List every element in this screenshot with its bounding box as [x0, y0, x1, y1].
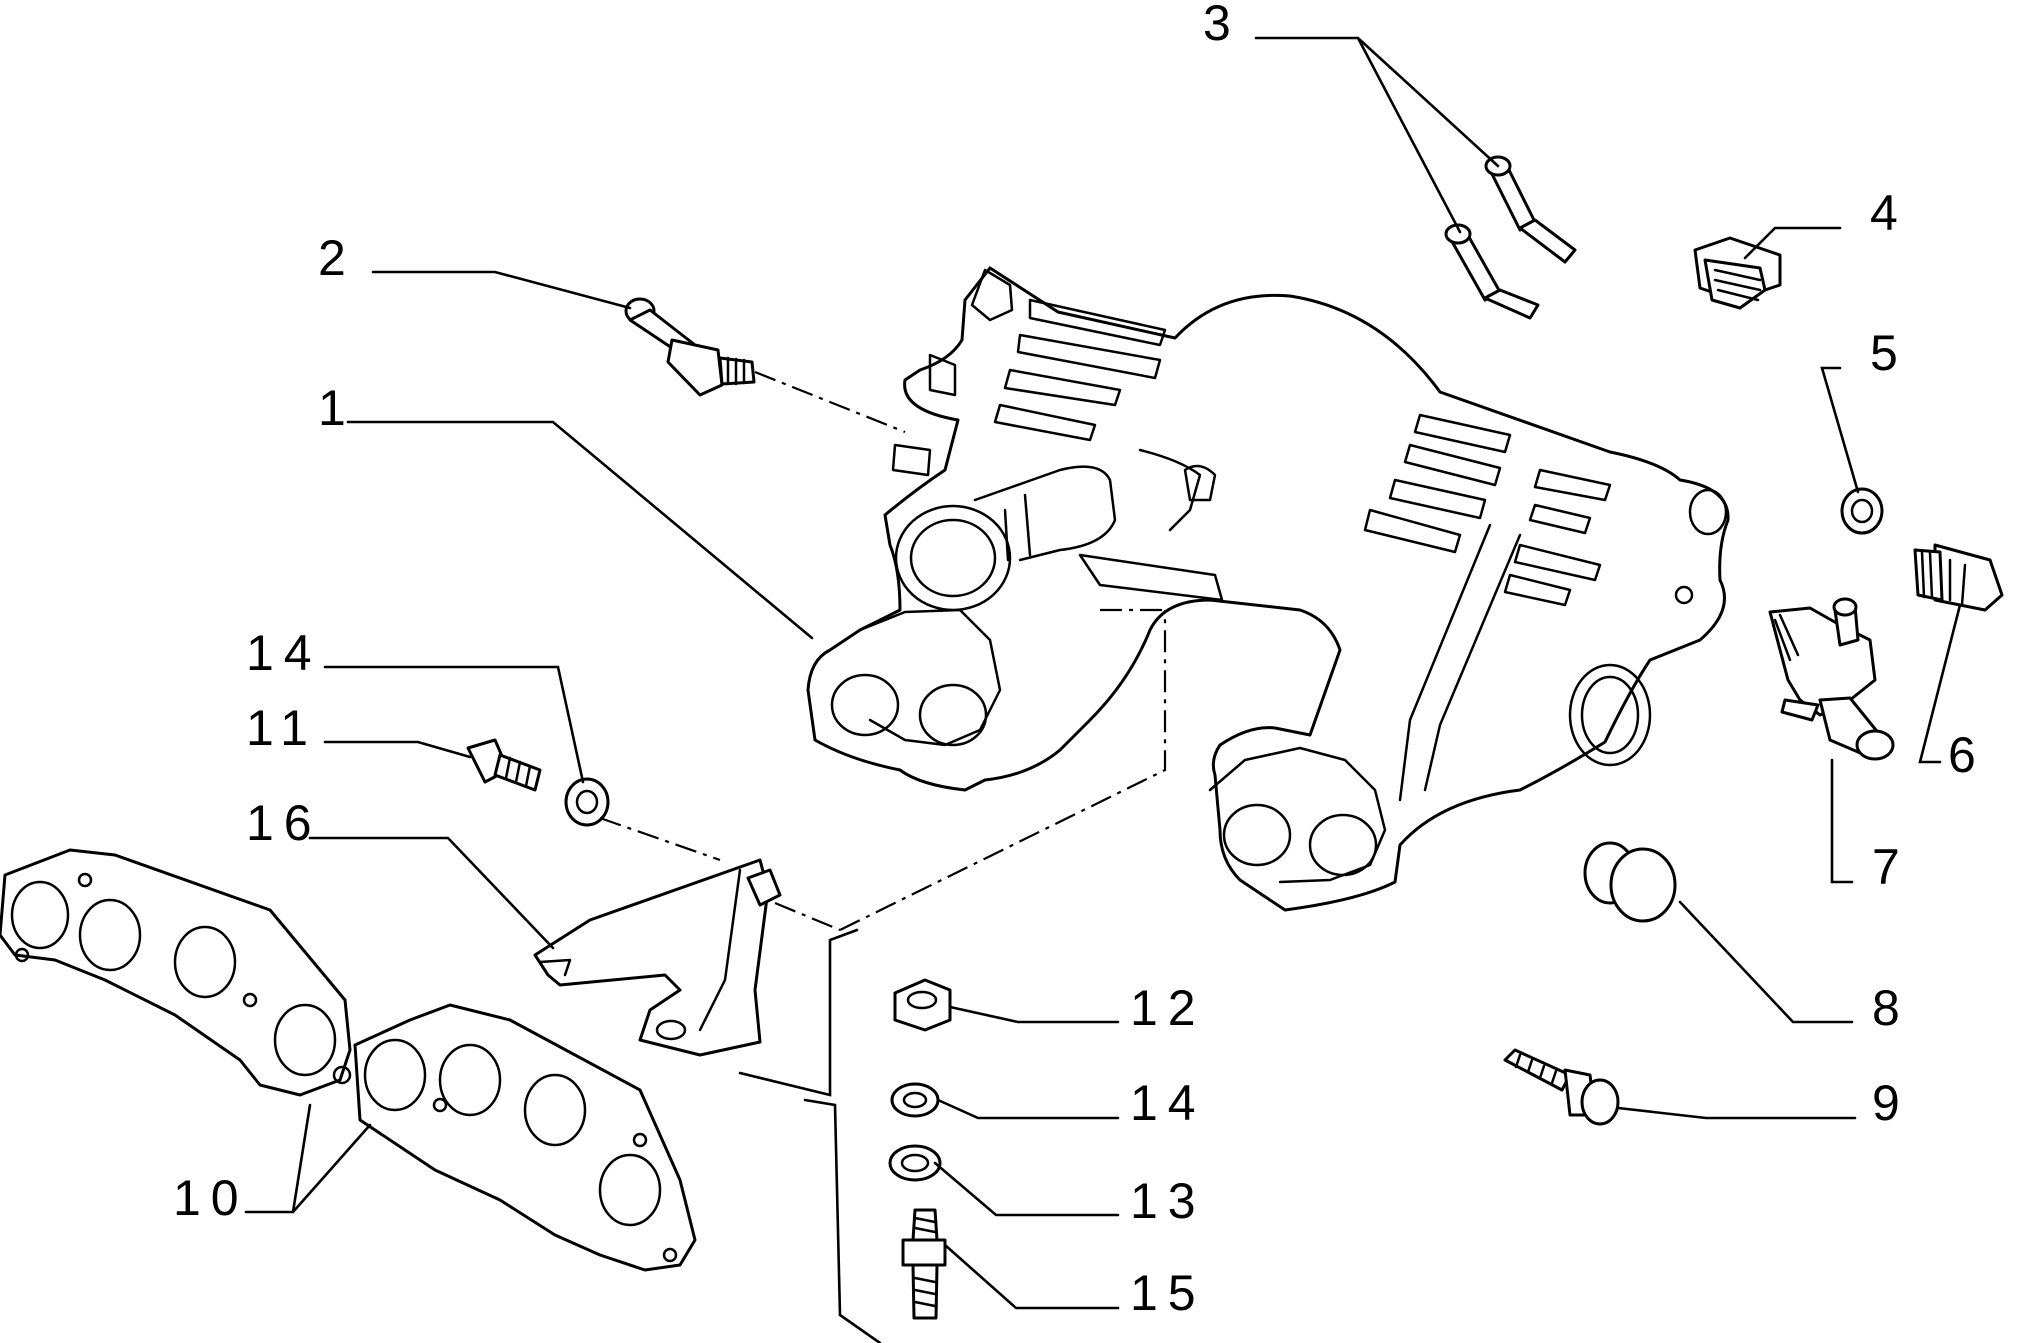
- part-5-washer: [1840, 487, 1884, 535]
- part-9-bolt: [1503, 1048, 1620, 1126]
- part-8-cap: [1583, 841, 1677, 923]
- callout-8: 8: [1872, 980, 1910, 1036]
- callout-5: 5: [1870, 325, 1908, 381]
- callout-labels: 1 2 3 4 5 6 7 8 9 10 11 12 13 14 14 15 1…: [173, 0, 1986, 1321]
- callout-3: 3: [1203, 0, 1241, 51]
- part-12-nut: [893, 978, 952, 1032]
- callout-7: 7: [1872, 839, 1910, 895]
- part-16-bracket: [533, 858, 782, 1057]
- intake-manifold: [806, 266, 1730, 912]
- callout-9: 9: [1872, 1075, 1910, 1131]
- callout-12: 12: [1130, 980, 1206, 1036]
- callout-6: 6: [1948, 727, 1986, 783]
- callout-2: 2: [318, 230, 356, 286]
- assembly-centerlines: [599, 370, 1167, 932]
- callout-15: 15: [1130, 1265, 1206, 1321]
- part-4-plug: [1693, 236, 1782, 310]
- part-6-sensor: [1913, 543, 2004, 612]
- leader-lines: [244, 36, 1962, 1343]
- callout-4: 4: [1870, 185, 1908, 241]
- callout-10: 10: [173, 1170, 249, 1226]
- callout-1: 1: [318, 380, 356, 436]
- callout-16: 16: [246, 795, 322, 851]
- part-2-hose-fitting: [624, 297, 756, 397]
- callout-14-lower: 14: [1130, 1075, 1206, 1131]
- part-7-elbow-fitting: [1768, 597, 1895, 761]
- part-13-flat-washer: [888, 1144, 942, 1182]
- callout-13: 13: [1130, 1173, 1206, 1229]
- part-15-stud: [901, 1208, 947, 1320]
- callout-11: 11: [246, 700, 318, 756]
- callout-14-upper: 14: [246, 625, 322, 681]
- part-14-lower-split-washer: [890, 1082, 940, 1118]
- part-11-bolt: [466, 738, 542, 792]
- part-14-upper-split-washer: [564, 777, 610, 827]
- part-3-pins: [1444, 155, 1577, 320]
- part-10-gaskets: [0, 848, 697, 1272]
